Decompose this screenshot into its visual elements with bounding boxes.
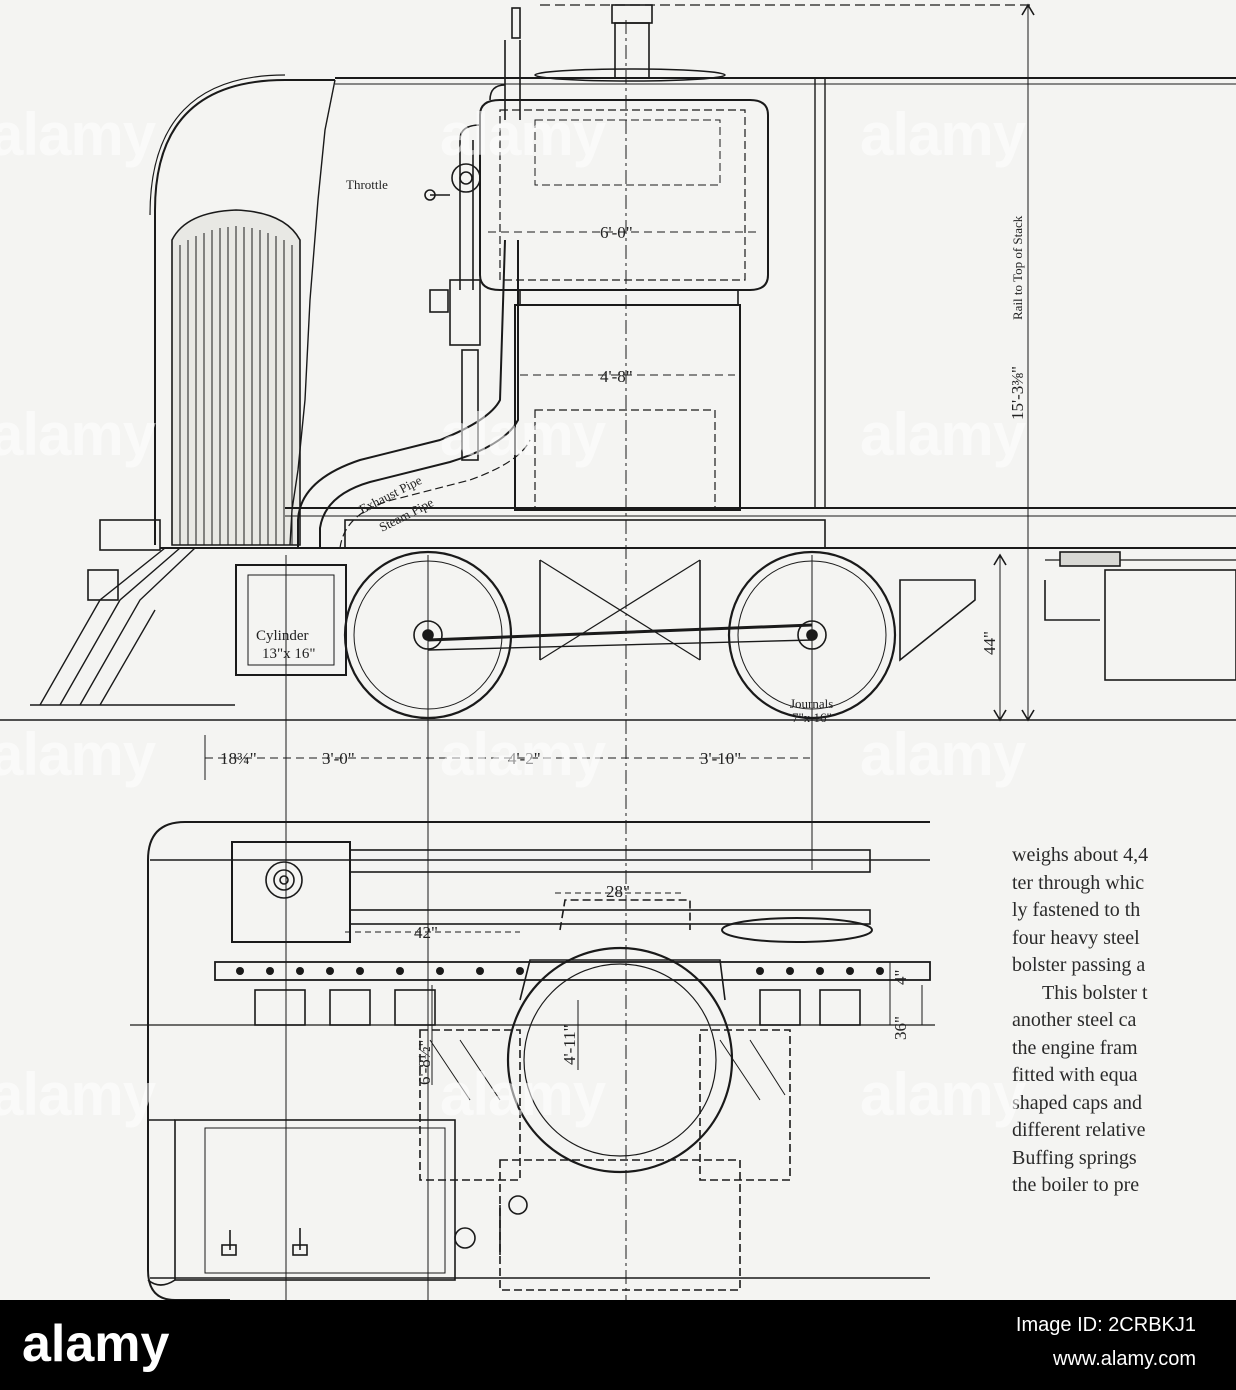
journals-size-label: 7"x 16": [792, 710, 832, 725]
watermark: alamy: [440, 721, 606, 788]
watermark: alamy: [860, 1061, 1026, 1128]
body-line: fitted with equa: [1012, 1064, 1138, 1086]
dim-boiler-width: 4'-8": [600, 367, 633, 386]
body-line: This bolster t: [1042, 981, 1148, 1004]
throttle-label: Throttle: [346, 177, 388, 192]
dim-spacing-1: 18¾": [220, 749, 257, 768]
watermark: alamy: [0, 101, 156, 168]
dim-spacing-3: 4'-2": [508, 749, 541, 768]
body-text-column: weighs about 4,4 ter through whic ly fas…: [1012, 842, 1236, 1200]
body-line: different relative: [1012, 1119, 1146, 1141]
body-line: shaped caps and: [1012, 1091, 1142, 1114]
body-line: four heavy steel: [1012, 926, 1140, 949]
watermark: alamy: [440, 1061, 606, 1128]
dim-4: 4": [891, 970, 910, 985]
body-line: another steel ca: [1012, 1009, 1137, 1031]
watermark: alamy: [440, 401, 606, 468]
watermark: alamy: [860, 101, 1026, 168]
dim-platform-height: 44": [980, 631, 999, 655]
body-line: ter through whic: [1012, 871, 1145, 894]
locomotive-drawing: Throttle Exhaust Pipe Steam Pipe Cylinde…: [0, 3, 1236, 1300]
dim-28: 28": [606, 882, 630, 901]
footer-bar: alamy Image ID: 2CRBKJ1 www.alamy.com: [0, 1300, 1236, 1390]
watermark: alamy: [0, 721, 156, 788]
dim-spacing-4: 3'-10": [700, 749, 741, 768]
body-line: the engine fram: [1012, 1036, 1138, 1059]
dim-stack-width: 6'-0": [600, 223, 633, 242]
footer-url: www.alamy.com: [1053, 1348, 1196, 1370]
cylinder-label: Cylinder: [256, 628, 309, 644]
dim-6-8: 6'-8½": [415, 1040, 434, 1085]
dim-spacing-2: 3'-0": [322, 749, 355, 768]
body-line: bolster passing a: [1012, 954, 1146, 976]
watermark: alamy: [0, 1061, 156, 1128]
footer-logo: alamy: [22, 1315, 170, 1373]
rail-to-stack-label: Rail to Top of Stack: [1010, 215, 1025, 320]
dim-36: 36": [891, 1016, 910, 1040]
body-line: Buffing springs: [1012, 1146, 1137, 1169]
dim-height-total: 15'-3⅜": [1008, 366, 1027, 420]
body-line: ly fastened to th: [1012, 899, 1141, 921]
watermark: alamy: [860, 401, 1026, 468]
dim-42: 42": [414, 923, 438, 942]
journals-label: Journals: [790, 696, 833, 711]
watermark: alamy: [0, 401, 156, 468]
watermark: alamy: [860, 721, 1026, 788]
body-line: weighs about 4,4: [1012, 844, 1149, 866]
dim-4-11: 4'-11": [560, 1024, 579, 1065]
body-line: the boiler to pre: [1012, 1174, 1140, 1196]
watermark: alamy: [440, 101, 606, 168]
cylinder-size-label: 13"x 16": [262, 646, 316, 662]
image-id: Image ID: 2CRBKJ1: [1015, 1314, 1196, 1336]
